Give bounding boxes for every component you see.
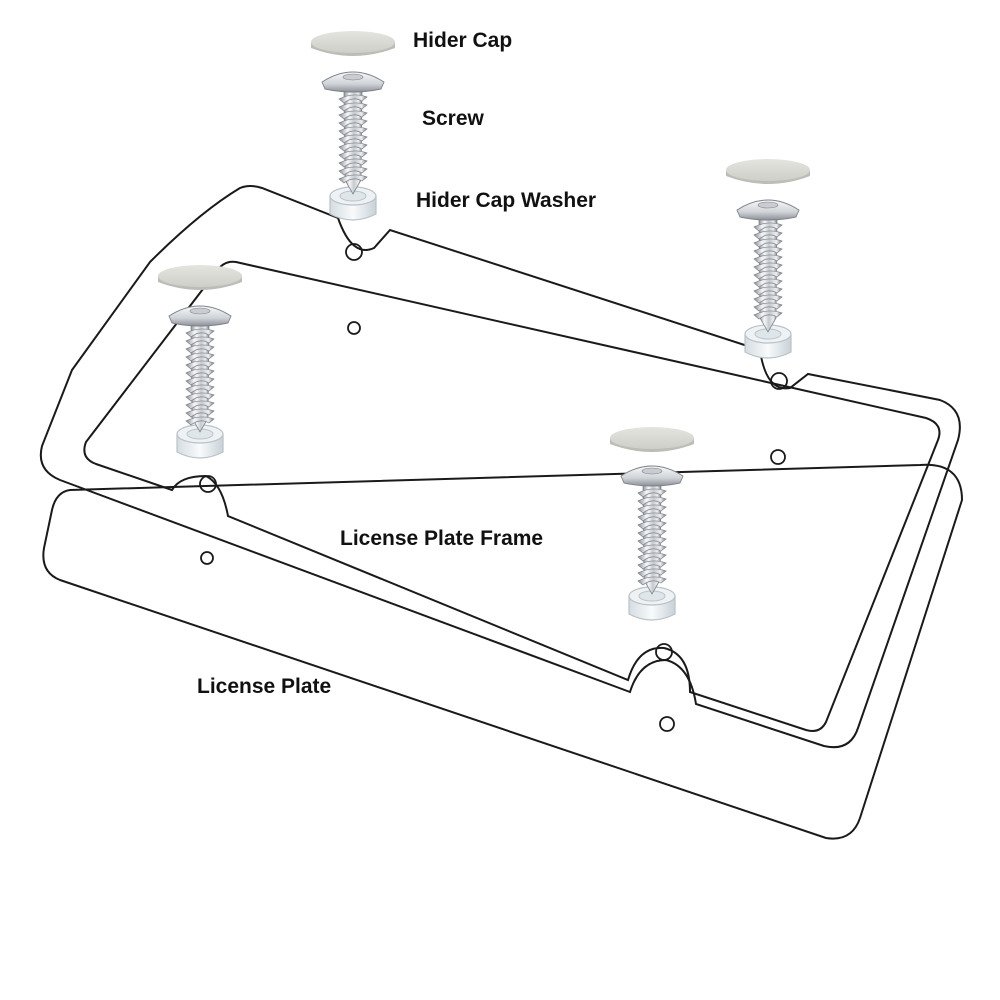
plate-hole <box>200 551 214 565</box>
frame-hole <box>199 475 217 493</box>
fastener-stack <box>158 265 242 459</box>
screw-icon <box>736 199 800 333</box>
washer-icon <box>744 324 792 359</box>
fastener-stack <box>610 427 694 621</box>
plate-hole <box>659 716 675 732</box>
hider-cap-icon <box>158 265 242 290</box>
screw-icon <box>620 465 684 595</box>
hider-cap-icon <box>726 159 810 184</box>
hider-cap-label: Hider Cap <box>413 29 513 52</box>
fastener-stack <box>311 31 395 221</box>
washer-icon <box>628 586 676 621</box>
fastener-stack <box>726 159 810 359</box>
license-plate-label: License Plate <box>197 675 332 698</box>
plate-hole <box>347 321 361 335</box>
hider-cap-icon <box>311 31 395 56</box>
license-plate <box>42 321 964 840</box>
hider-cap-icon <box>610 427 694 452</box>
hider-cap-washer-label: Hider Cap Washer <box>416 189 597 212</box>
frame-hole <box>655 643 673 661</box>
screw-label: Screw <box>422 107 484 130</box>
fastener-assemblies <box>158 31 810 621</box>
license-plate-frame-label: License Plate Frame <box>340 527 544 550</box>
frame-hole <box>770 372 788 390</box>
screw-icon <box>168 305 232 433</box>
screw-icon <box>321 71 385 195</box>
frame-hole <box>345 243 363 261</box>
plate-hole <box>770 449 786 465</box>
washer-icon <box>176 424 224 459</box>
license-plate-frame <box>39 185 961 749</box>
